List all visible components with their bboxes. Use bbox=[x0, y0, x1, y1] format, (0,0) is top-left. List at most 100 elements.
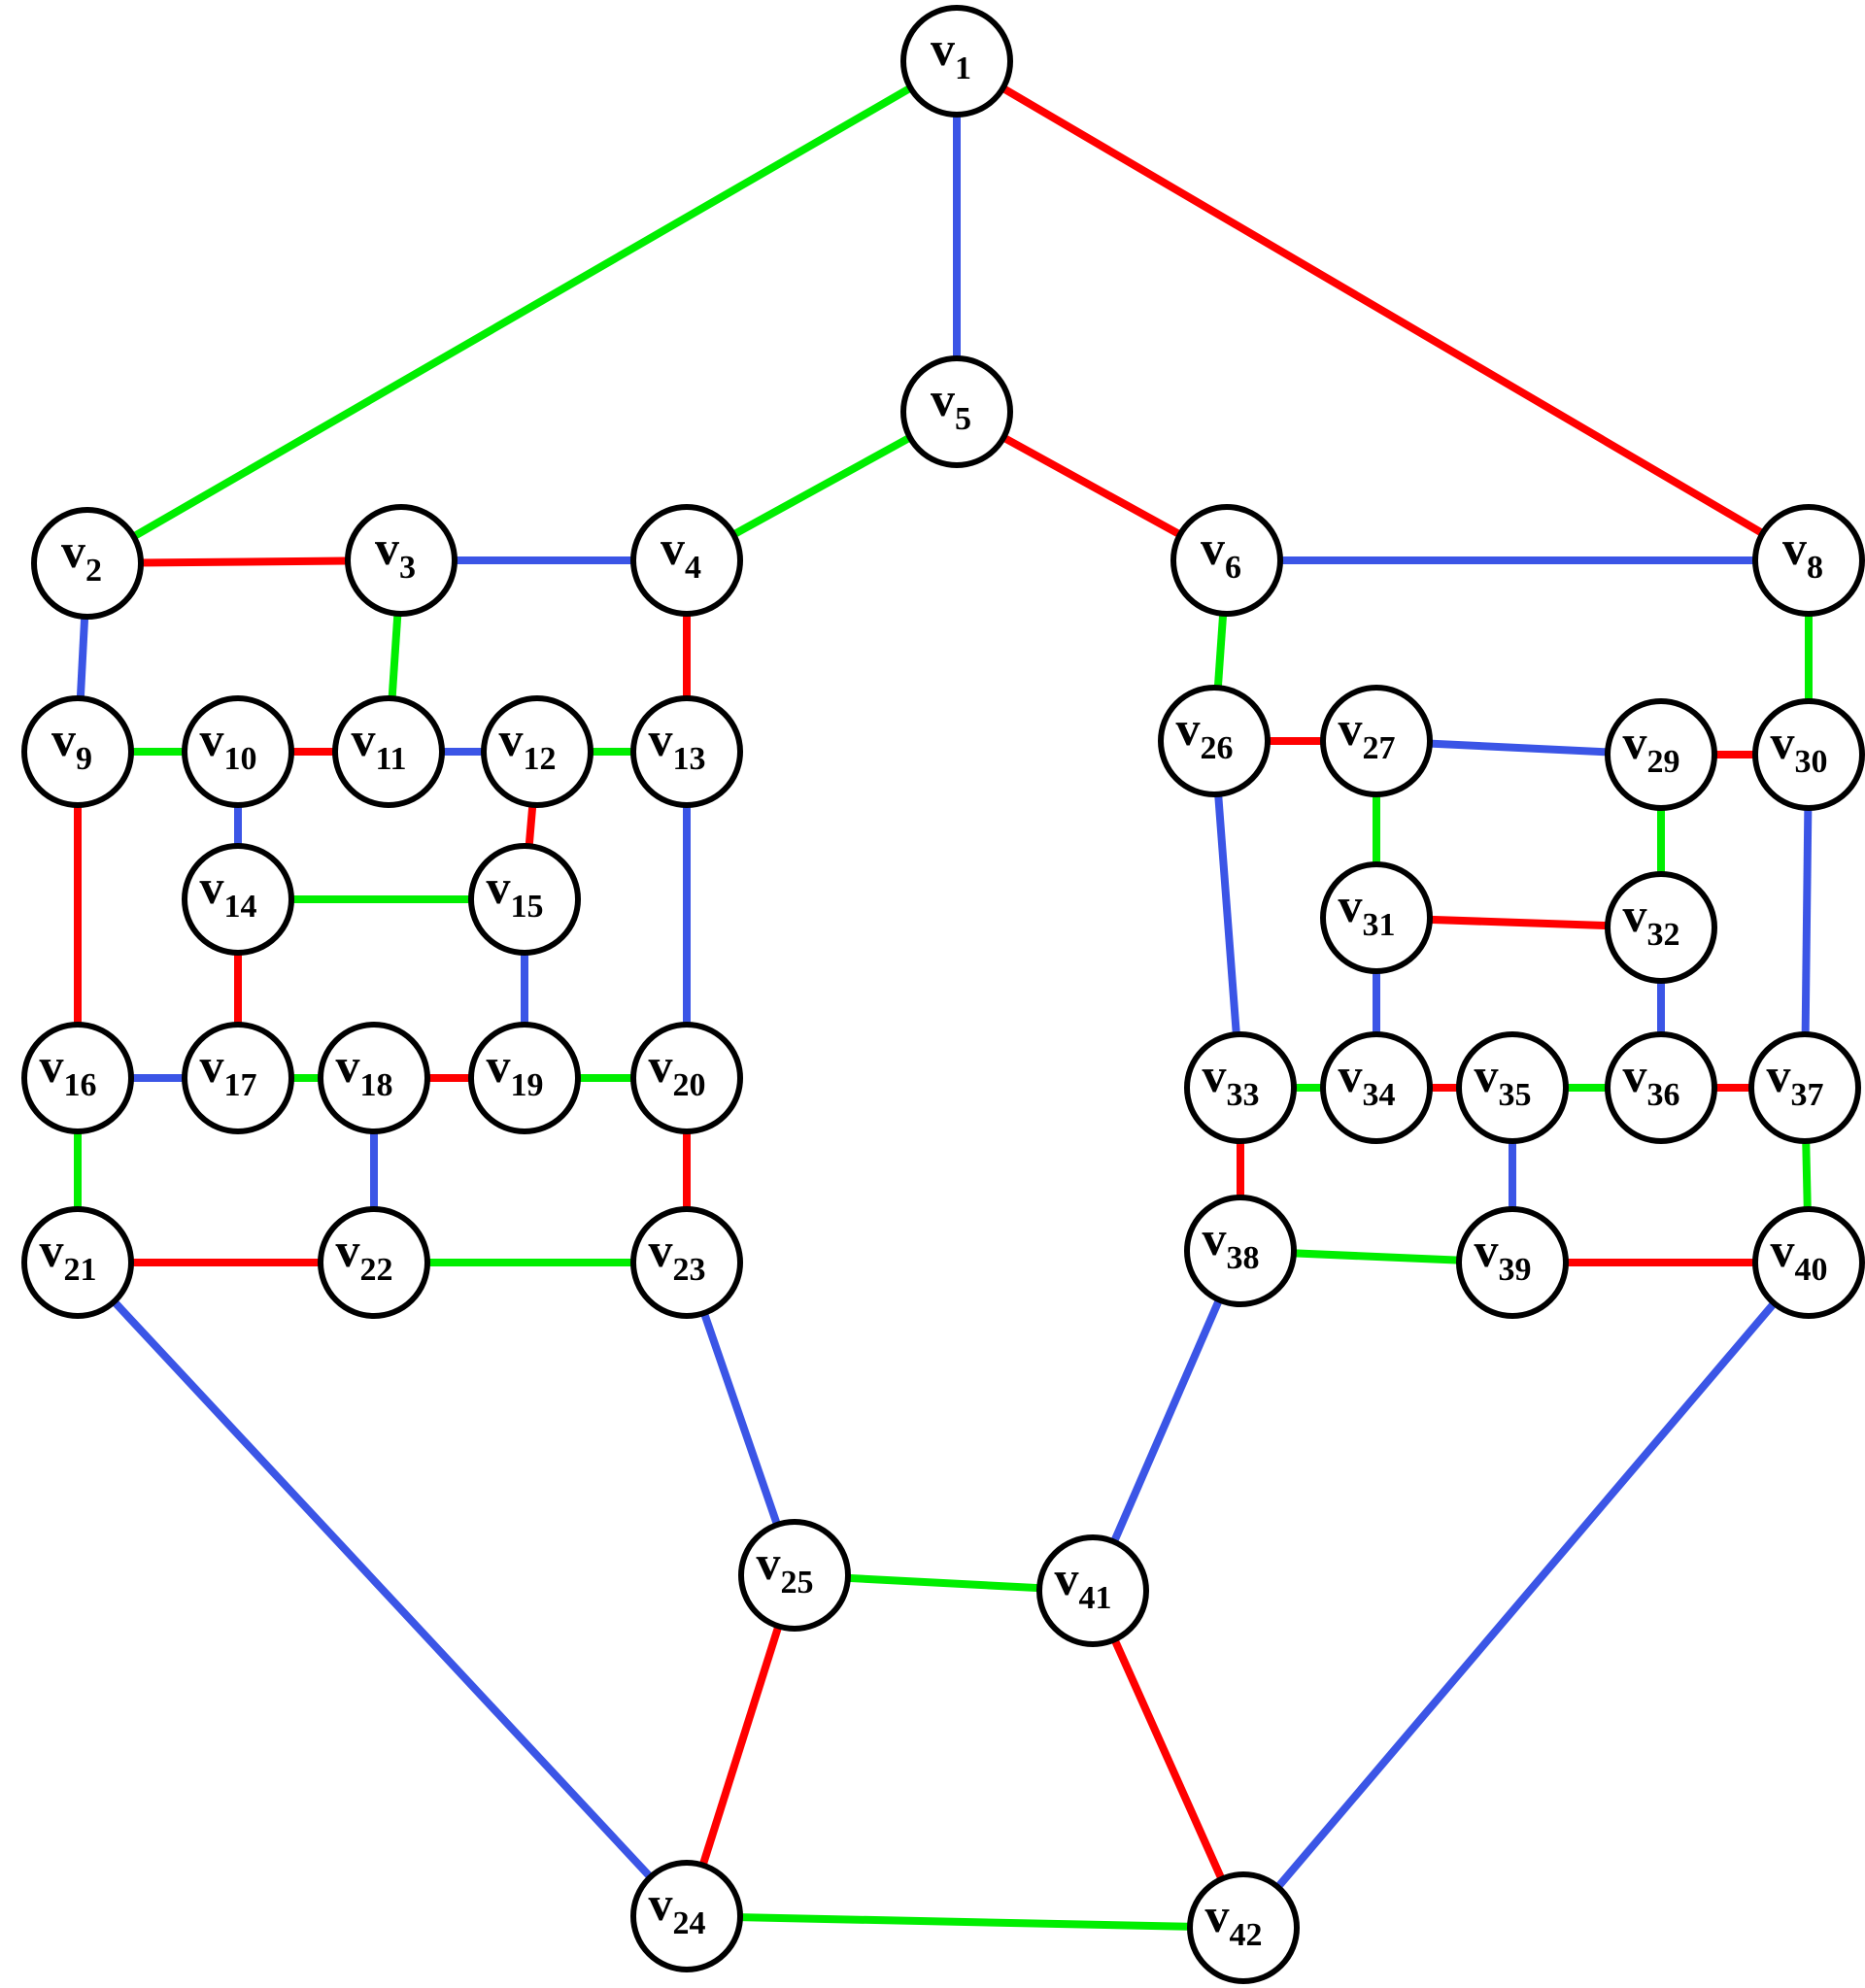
node-circle bbox=[318, 1022, 430, 1134]
node-label: v34 bbox=[1339, 1048, 1396, 1113]
node-label-main: v bbox=[1339, 878, 1363, 932]
node-label-main: v bbox=[757, 1535, 781, 1590]
node-v13: v13 bbox=[630, 695, 743, 808]
node-label-main: v bbox=[1782, 521, 1807, 575]
node-label: v41 bbox=[1055, 1551, 1112, 1616]
node-label-main: v bbox=[61, 523, 85, 578]
node-label: v29 bbox=[1623, 715, 1680, 780]
node-label-subscript: 4 bbox=[685, 550, 701, 586]
node-label: v32 bbox=[1623, 888, 1680, 953]
node-label-subscript: 38 bbox=[1227, 1240, 1260, 1276]
node-label-subscript: 11 bbox=[375, 741, 406, 777]
node-label: v35 bbox=[1475, 1048, 1532, 1113]
node-label: v40 bbox=[1771, 1223, 1828, 1288]
node-label: v37 bbox=[1767, 1048, 1824, 1113]
node-label-main: v bbox=[40, 1223, 64, 1277]
node-v35: v35 bbox=[1456, 1031, 1569, 1144]
node-label-main: v bbox=[649, 712, 673, 766]
node-label-main: v bbox=[1205, 1888, 1230, 1942]
node-v22: v22 bbox=[318, 1206, 430, 1319]
node-circle bbox=[1605, 698, 1717, 811]
node-circle bbox=[900, 5, 1013, 118]
node-label: v20 bbox=[649, 1038, 706, 1103]
node-label-subscript: 32 bbox=[1647, 917, 1680, 953]
node-circle bbox=[738, 1519, 851, 1632]
node-label-subscript: 29 bbox=[1647, 744, 1680, 780]
node-circle bbox=[1456, 1206, 1569, 1319]
node-v26: v26 bbox=[1158, 685, 1271, 797]
node-label: v14 bbox=[200, 859, 257, 925]
node-label-subscript: 35 bbox=[1499, 1077, 1532, 1113]
node-circle bbox=[21, 1022, 134, 1134]
node-label: v36 bbox=[1623, 1048, 1680, 1113]
node-label-main: v bbox=[499, 712, 524, 766]
node-label: v25 bbox=[757, 1535, 814, 1601]
node-v18: v18 bbox=[318, 1022, 430, 1134]
node-label: v18 bbox=[336, 1038, 393, 1103]
edge-v1-v8 bbox=[954, 57, 1812, 564]
node-circle bbox=[182, 1022, 294, 1134]
node-circle bbox=[481, 695, 593, 808]
node-label-subscript: 17 bbox=[224, 1067, 257, 1103]
node-v6: v6 bbox=[1170, 504, 1283, 617]
node-label-subscript: 25 bbox=[781, 1565, 814, 1601]
node-label-main: v bbox=[487, 859, 511, 914]
edge-v41-v42 bbox=[1089, 1589, 1247, 1930]
node-circle bbox=[630, 1860, 743, 1972]
node-circle bbox=[1187, 1871, 1300, 1984]
node-circle bbox=[900, 355, 1013, 468]
node-label-subscript: 31 bbox=[1363, 907, 1396, 943]
node-circle bbox=[1752, 1206, 1865, 1319]
node-label-main: v bbox=[51, 712, 76, 766]
node-label: v6 bbox=[1201, 521, 1241, 586]
node-label-main: v bbox=[1623, 888, 1647, 942]
node-label-main: v bbox=[200, 859, 224, 914]
node-v20: v20 bbox=[630, 1022, 743, 1134]
node-circle bbox=[1748, 1031, 1861, 1144]
node-label: v21 bbox=[40, 1223, 97, 1288]
node-v19: v19 bbox=[468, 1022, 581, 1134]
node-circle bbox=[182, 843, 294, 956]
node-v24: v24 bbox=[630, 1860, 743, 1972]
node-label-main: v bbox=[336, 1038, 360, 1093]
node-label-main: v bbox=[1176, 701, 1201, 756]
node-v11: v11 bbox=[332, 695, 445, 808]
node-label: v2 bbox=[61, 523, 102, 589]
node-label-main: v bbox=[200, 1038, 224, 1093]
node-v42: v42 bbox=[1187, 1871, 1300, 1984]
node-v8: v8 bbox=[1752, 504, 1865, 617]
node-label-main: v bbox=[1201, 521, 1225, 575]
node-v4: v4 bbox=[630, 504, 743, 617]
node-label: v33 bbox=[1203, 1048, 1260, 1113]
node-label-main: v bbox=[1623, 715, 1647, 769]
edge-v25-v24 bbox=[683, 1573, 798, 1918]
node-label: v31 bbox=[1339, 878, 1396, 943]
node-label-subscript: 41 bbox=[1079, 1580, 1112, 1616]
node-label-main: v bbox=[1339, 1048, 1363, 1102]
node-label-subscript: 27 bbox=[1363, 730, 1396, 766]
node-circle bbox=[1320, 685, 1433, 797]
node-label-subscript: 39 bbox=[1499, 1252, 1532, 1288]
edge-v24-v42 bbox=[686, 1912, 1244, 1932]
node-label-main: v bbox=[1623, 1048, 1647, 1102]
node-v12: v12 bbox=[481, 695, 593, 808]
node-label-main: v bbox=[1203, 1048, 1227, 1102]
node-circle bbox=[1605, 871, 1717, 984]
edge-v1-v2 bbox=[85, 57, 960, 567]
node-label-subscript: 18 bbox=[360, 1067, 393, 1103]
node-v10: v10 bbox=[182, 695, 294, 808]
node-circle bbox=[332, 695, 445, 808]
node-label: v12 bbox=[499, 712, 557, 777]
node-label-subscript: 14 bbox=[224, 889, 257, 925]
node-label: v15 bbox=[487, 859, 544, 925]
node-label-main: v bbox=[931, 372, 955, 426]
node-label-main: v bbox=[1055, 1551, 1079, 1605]
node-label-subscript: 30 bbox=[1795, 744, 1828, 780]
node-v38: v38 bbox=[1184, 1195, 1297, 1307]
node-label: v42 bbox=[1205, 1888, 1263, 1953]
node-v27: v27 bbox=[1320, 685, 1433, 797]
node-circle bbox=[318, 1206, 430, 1319]
node-v9: v9 bbox=[21, 695, 134, 808]
